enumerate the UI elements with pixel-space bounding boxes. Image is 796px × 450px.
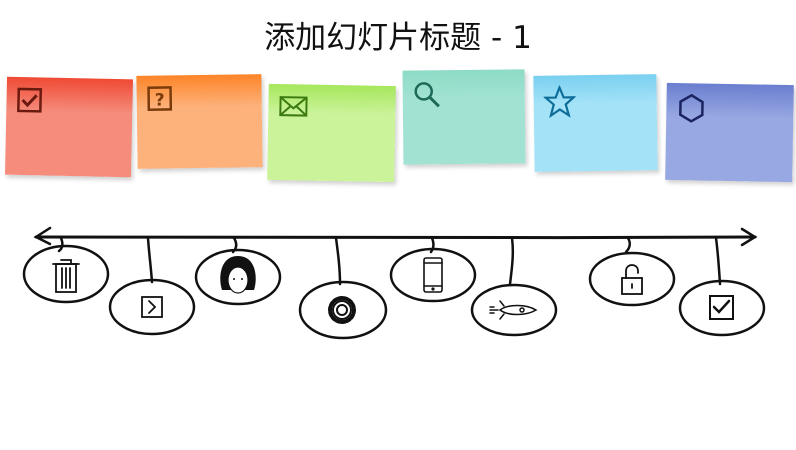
- gear-icon: [328, 296, 356, 324]
- checkbox-icon: [17, 87, 43, 113]
- phone-icon: [423, 257, 443, 293]
- timeline-item-phone[interactable]: [389, 236, 477, 303]
- sticky-note-orange[interactable]: ?: [136, 74, 263, 169]
- lock-icon: [621, 264, 643, 295]
- star-icon: [543, 85, 576, 118]
- right-arrowhead: [740, 227, 758, 247]
- sticky-note-blue[interactable]: [665, 82, 794, 183]
- slide-title[interactable]: 添加幻灯片标题 - 1: [264, 20, 532, 56]
- timeline-item-person[interactable]: [194, 236, 282, 306]
- timeline-item-arrow-box[interactable]: [108, 236, 196, 336]
- left-arrowhead: [33, 226, 52, 246]
- hexagon-icon: [679, 93, 704, 123]
- timeline-axis: [34, 234, 757, 240]
- checkbox-icon: [709, 295, 734, 320]
- envelope-icon: [279, 96, 308, 117]
- timeline-item-checkbox[interactable]: [678, 236, 766, 337]
- timeline-item-trash[interactable]: [22, 236, 110, 304]
- arrow-box-icon: [141, 296, 163, 318]
- rocket-icon: [489, 300, 538, 320]
- question-icon: ?: [147, 86, 173, 111]
- timeline-item-gear[interactable]: [298, 236, 388, 340]
- timeline-item-lock[interactable]: [588, 236, 676, 307]
- search-icon: [414, 82, 440, 108]
- sticky-note-sky[interactable]: [533, 74, 658, 172]
- sticky-note-teal[interactable]: [402, 69, 526, 165]
- svg-text:?: ?: [155, 90, 165, 110]
- sticky-note-green[interactable]: [267, 83, 396, 183]
- sticky-note-red[interactable]: [4, 76, 134, 178]
- timeline-item-rocket[interactable]: [470, 236, 558, 337]
- person-icon: [220, 256, 256, 294]
- trash-icon: [52, 259, 80, 293]
